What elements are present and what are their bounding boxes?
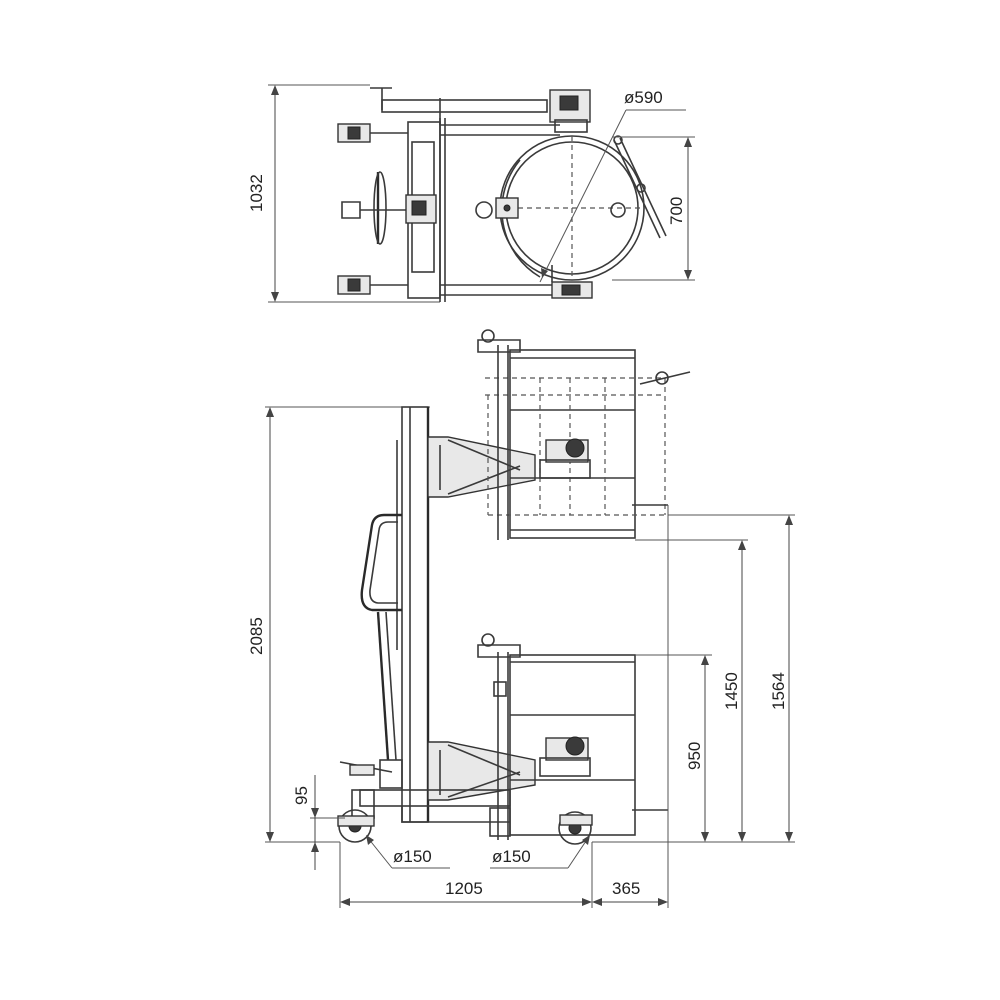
side-view: 2085	[247, 329, 795, 908]
dim-1564-label: 1564	[769, 672, 788, 710]
dim-1205-label: 1205	[445, 879, 483, 898]
dim-1450-label: 1450	[722, 672, 741, 710]
dim-95-line	[311, 775, 319, 870]
drum-lowered	[477, 633, 668, 840]
dim-1205-line	[340, 898, 592, 906]
dim-950-label: 950	[685, 742, 704, 770]
dim-700-line	[684, 137, 692, 280]
dim-2085-line	[266, 407, 274, 842]
dim-950-line	[701, 655, 709, 842]
top-view: 1032	[247, 84, 695, 303]
rear-caster-top	[337, 123, 408, 143]
dim-1450-line	[738, 540, 746, 842]
dim-rear-wheel-label: ø150	[393, 847, 432, 866]
dim-700-label: 700	[667, 197, 686, 225]
dim-front-wheel-label: ø150	[492, 847, 531, 866]
rear-caster-bottom	[337, 275, 408, 295]
dim-1032-label: 1032	[247, 174, 266, 212]
dim-365-label: 365	[612, 879, 640, 898]
push-handle	[360, 513, 402, 761]
dim-365-line	[592, 898, 668, 906]
dim-2085-label: 2085	[247, 617, 266, 655]
rear-wheel	[337, 789, 375, 843]
dim-1564-line	[785, 515, 793, 842]
drum-top	[475, 135, 667, 299]
front-wheel	[558, 811, 593, 845]
dim-590-label: ø590	[624, 88, 663, 107]
dim-95-label: 95	[292, 786, 311, 805]
dim-1032-line	[271, 85, 279, 302]
drum-raised	[477, 329, 691, 540]
base-frame	[359, 789, 511, 837]
